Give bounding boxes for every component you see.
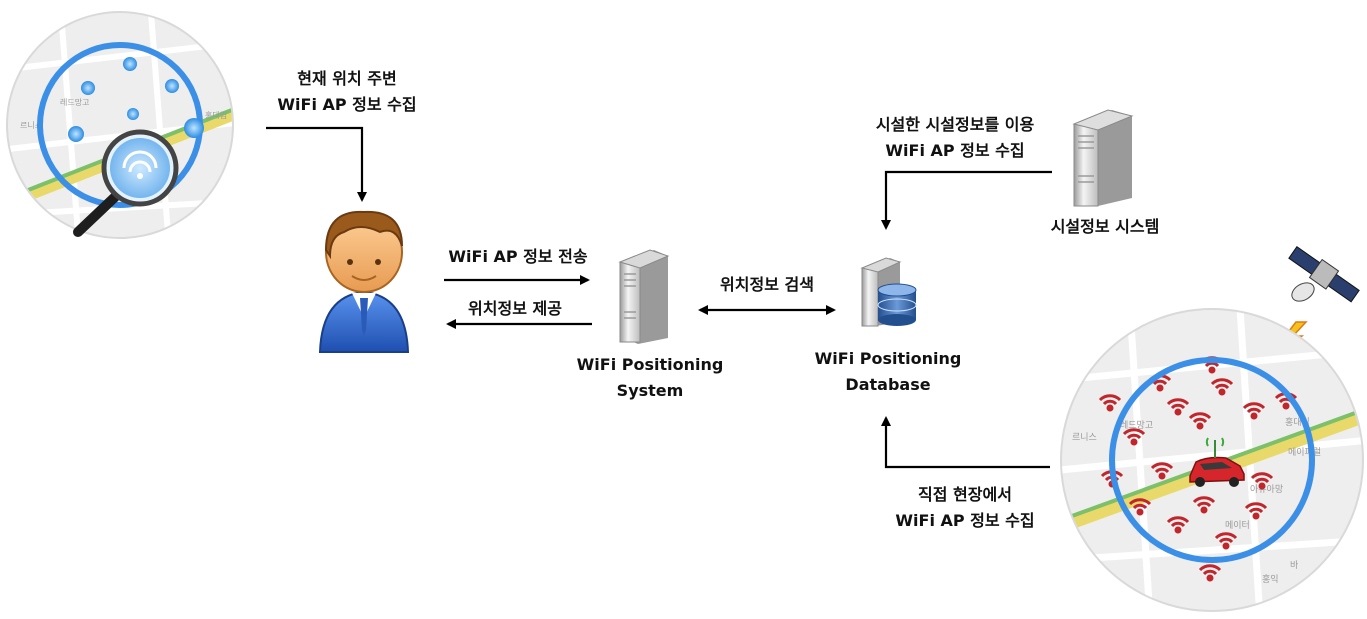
svg-text:바: 바 bbox=[1290, 560, 1299, 571]
satellite-icon bbox=[1288, 246, 1360, 303]
magnifier-icon bbox=[73, 129, 179, 237]
label-facility-system: 시설정보 시스템 bbox=[1050, 217, 1160, 236]
wifi-ap-icon bbox=[68, 57, 204, 142]
label-search-location: 위치정보 검색 bbox=[720, 275, 814, 294]
label-wps-database-line1: WiFi Positioning bbox=[814, 349, 962, 368]
label-wps-system: WiFi Positioning System bbox=[566, 352, 734, 404]
label-field-collect-line2: WiFi AP 정보 수집 bbox=[895, 511, 1035, 530]
survey-car-icon bbox=[1189, 437, 1245, 487]
svg-text:르니스: 르니스 bbox=[1072, 432, 1097, 443]
svg-text:홍익: 홍익 bbox=[170, 237, 185, 247]
svg-text:레드망고: 레드망고 bbox=[60, 97, 89, 107]
label-facility-collect-line2: WiFi AP 정보 수집 bbox=[885, 141, 1025, 160]
facility-server-icon bbox=[1072, 109, 1134, 207]
arrow-field-to-db bbox=[881, 416, 1050, 469]
wifi-ap-icons bbox=[1098, 356, 1298, 582]
database-cylinder-icon bbox=[877, 283, 917, 326]
svg-text:아뮤아망: 아뮤아망 bbox=[1250, 484, 1283, 495]
label-facility-collect: 시설한 시설정보를 이용 WiFi AP 정보 수집 bbox=[862, 112, 1048, 164]
label-field-collect: 직접 현장에서 WiFi AP 정보 수집 bbox=[880, 482, 1050, 534]
wps-server-icon bbox=[618, 249, 670, 344]
label-field-collect-line1: 직접 현장에서 bbox=[918, 485, 1012, 504]
svg-text:메이터: 메이터 bbox=[1225, 520, 1250, 531]
label-collect-nearby: 현재 위치 주변 WiFi AP 정보 수집 bbox=[262, 66, 432, 118]
database-server-icon bbox=[860, 257, 917, 327]
svg-text:레드망고: 레드망고 bbox=[1120, 420, 1153, 431]
svg-text:메이퍼럴: 메이퍼럴 bbox=[1288, 447, 1321, 458]
svg-text:바: 바 bbox=[195, 222, 203, 232]
label-collect-nearby-line1: 현재 위치 주변 bbox=[297, 69, 397, 88]
label-wps-database-line2: Database bbox=[845, 375, 931, 394]
svg-text:홍익: 홍익 bbox=[1262, 573, 1279, 585]
label-facility-collect-line1: 시설한 시설정보를 이용 bbox=[875, 115, 1035, 134]
label-provide-location: 위치정보 제공 bbox=[468, 299, 562, 318]
user-icon bbox=[318, 210, 410, 353]
arrows bbox=[266, 126, 1052, 469]
field-survey-map: 레드망고 르니스 홍대입 메이퍼럴 아뮤아망 메이터 바 홍익 bbox=[1060, 308, 1364, 612]
arrow-facility-to-db bbox=[881, 170, 1052, 230]
label-collect-nearby-line2: WiFi AP 정보 수집 bbox=[277, 95, 417, 114]
label-wps-system-line2: System bbox=[616, 381, 684, 400]
label-wps-system-line1: WiFi Positioning bbox=[576, 355, 724, 374]
svg-text:르니스: 르니스 bbox=[20, 120, 42, 130]
nearby-scan-map: 레드망고 르니스 홍대입 메이 바 홍익 bbox=[6, 11, 234, 247]
svg-text:홍대입: 홍대입 bbox=[205, 110, 227, 120]
label-wps-database: WiFi Positioning Database bbox=[804, 346, 972, 398]
label-send-info: WiFi AP 정보 전송 bbox=[448, 247, 588, 266]
arrow-collect-to-user bbox=[266, 126, 367, 202]
